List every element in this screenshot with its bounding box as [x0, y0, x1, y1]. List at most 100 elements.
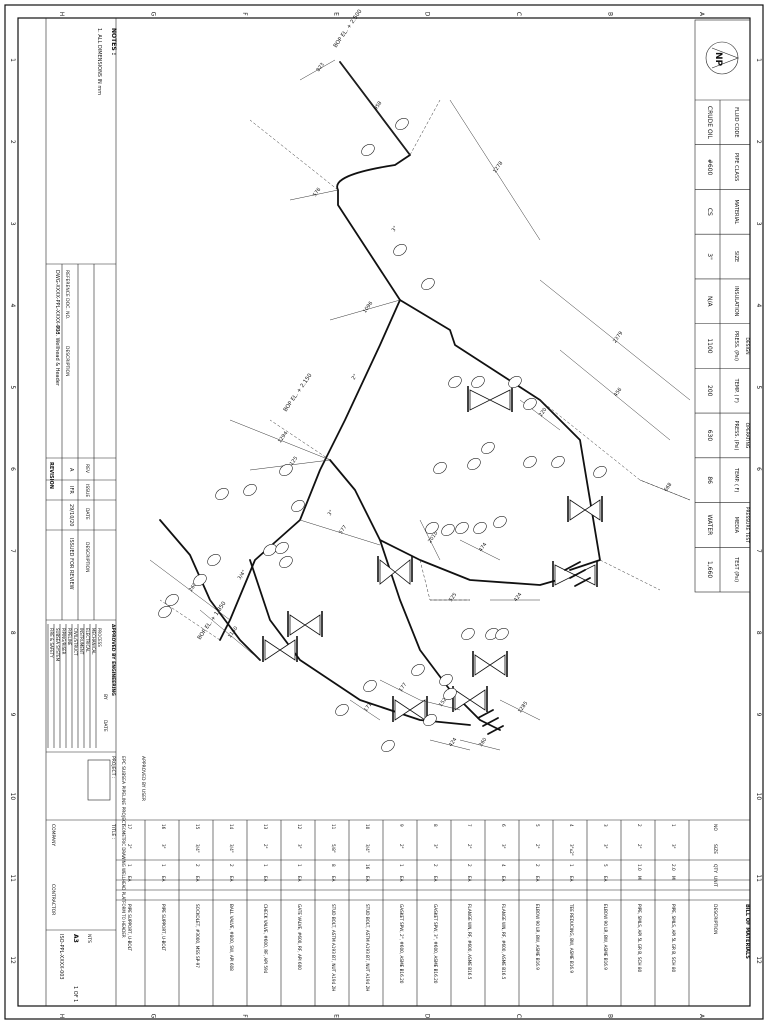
design-table-header: PRESS. (Psi) [733, 331, 739, 361]
bom-cell-qty: 1 [297, 864, 302, 867]
bom-cell-desc: PIPE SUPPORT, U-BOLT [127, 904, 132, 951]
design-table-frame [694, 19, 751, 593]
grid-col-label-right: 5 [755, 385, 762, 389]
pipe-run-bottom [249, 559, 471, 726]
bom-cell-size: 2" [263, 844, 268, 849]
bom-cell-unit: EA [399, 876, 404, 882]
item-callout-bubble [215, 487, 229, 501]
item-callouts [158, 117, 607, 753]
bom-cell-qty: 1 [263, 864, 268, 867]
bom-cell-size: 3"x2" [569, 844, 574, 856]
grid-col-label-right: 9 [755, 713, 762, 717]
bom-cell-unit: EA [195, 876, 200, 882]
bom-cell-qty: 16 [365, 864, 370, 870]
bom-cell-desc: PIPE, SMLS, API 5L GR B, SCH 80 [637, 904, 642, 973]
bom-cell-qty: 2 [229, 864, 234, 867]
revision-block: REVISION [48, 462, 54, 489]
dimension-label: 171 [363, 702, 373, 713]
bom-cell-no: 1 [671, 824, 676, 827]
dimension-label: 525 [448, 592, 458, 603]
bom-title: BILL OF MATERIALS [744, 904, 750, 959]
bom-cell-unit: EA [501, 876, 506, 882]
title-label: TITLE : [110, 823, 116, 839]
bom-cell-unit: EA [603, 876, 608, 882]
revision-desc: ISSUED FOR REVIEW [68, 538, 74, 590]
approval-discipline: PROCESS [97, 628, 102, 647]
valve-6 [264, 639, 296, 661]
grid-col-label-right: 4 [755, 304, 762, 308]
revision-header-rev: REV [84, 464, 90, 474]
valve-3 [379, 559, 411, 585]
dimension-label: 177 [398, 682, 408, 693]
grid-row-label-bottom: F [241, 1014, 248, 1018]
dimension-label: 424 [513, 592, 523, 603]
design-table-value: 1100 [706, 338, 713, 353]
grid-col-label-right: 11 [755, 874, 762, 882]
design-table-header: FLUID CODE [733, 107, 739, 137]
grid-col-label-left: 9 [9, 713, 16, 717]
valve-5 [289, 614, 321, 636]
grid-col-label-right: 10 [755, 793, 762, 801]
item-callout-bubble [508, 375, 522, 389]
project-label: PROJECT : [110, 756, 116, 778]
grid-col-label-right: 7 [755, 549, 762, 553]
operating-group-label: OPERATING [744, 423, 750, 449]
grid-col-label-left: 6 [9, 467, 16, 471]
bom-cell-qty: 2.0 [671, 864, 676, 871]
bom-cell-size: 3" [297, 844, 302, 849]
extension-line-6 [419, 559, 470, 601]
dimension-line [419, 699, 461, 711]
approval-title: APPROVED BY ENGINEERING [110, 624, 116, 696]
bom-cell-no: 15 [195, 824, 200, 830]
bom-cell-unit: EA [297, 876, 302, 882]
dimension-label: 1294 [277, 430, 289, 444]
north-arrow-icon [711, 47, 739, 69]
pipe-run-branch [329, 459, 576, 586]
dimension-line [329, 299, 401, 321]
item-callout-bubble [471, 375, 485, 389]
dimension-line [499, 699, 541, 721]
grid-col-label-left: 12 [9, 956, 16, 964]
approval-discipline-list: PROCESSMECHANICALELECTRICALINSTRUMENTCIV… [47, 624, 102, 748]
bom-cell-size: 3" [501, 844, 506, 849]
contractor-label: CONTRACTOR [50, 884, 56, 915]
dimension-line [199, 609, 261, 661]
bom-cell-no: 3 [603, 824, 608, 827]
design-table-value: 630 [706, 430, 713, 442]
item-callout-bubble [425, 521, 439, 535]
item-callout-bubble [448, 375, 462, 389]
design-table-header: MEDIA [733, 517, 739, 534]
grid-col-label-right: 2 [755, 140, 762, 144]
approval-discipline: ELECTRICAL [85, 628, 90, 653]
grid-col-label-left: 1 [9, 58, 16, 62]
grid-row-label-top: E [332, 12, 339, 16]
company-label: COMPANY [50, 824, 56, 846]
item-callout-bubble [335, 703, 349, 717]
design-table-value: CS [706, 208, 713, 216]
bom-cell-qty: 5 [603, 864, 608, 867]
bom-cell-size: 2" [127, 844, 132, 849]
item-callout-bubble [523, 455, 537, 469]
dimension-line [459, 539, 501, 561]
bom-cell-no: 4 [569, 824, 574, 827]
pipe-run-lower-left [159, 519, 261, 661]
break-mark-1 [564, 561, 591, 587]
extension-line-1 [249, 119, 339, 191]
bom-cell-desc: PIPE, SMLS, API 5L GR B, SCH 80 [671, 904, 676, 973]
project-name: EPC SUBSEA PIPELINE PROJECT [120, 756, 126, 826]
bom-cell-no: 16 [161, 824, 166, 830]
bom-cell-unit: EA [263, 876, 268, 882]
revision-header-issue: ISSUE [84, 484, 90, 497]
drawing-title: ISOMETRIC DRAWING WELLHEAD PLATFORM TO H… [121, 824, 126, 938]
bom-cell-desc: GATE VALVE, #600, RF, API 600 [297, 904, 302, 970]
valve-4 [454, 689, 486, 711]
bom-cell-unit: EA [127, 876, 132, 882]
grid-row-label-top: D [424, 12, 431, 17]
grid-col-label-right: 6 [755, 467, 762, 471]
item-callout-bubble [439, 673, 453, 687]
grid-col-label-left: 4 [9, 304, 16, 308]
reference-doc: DWG-XXXX-PPL-XXXX-003 REFERENCE DOC. NO. [54, 270, 70, 335]
